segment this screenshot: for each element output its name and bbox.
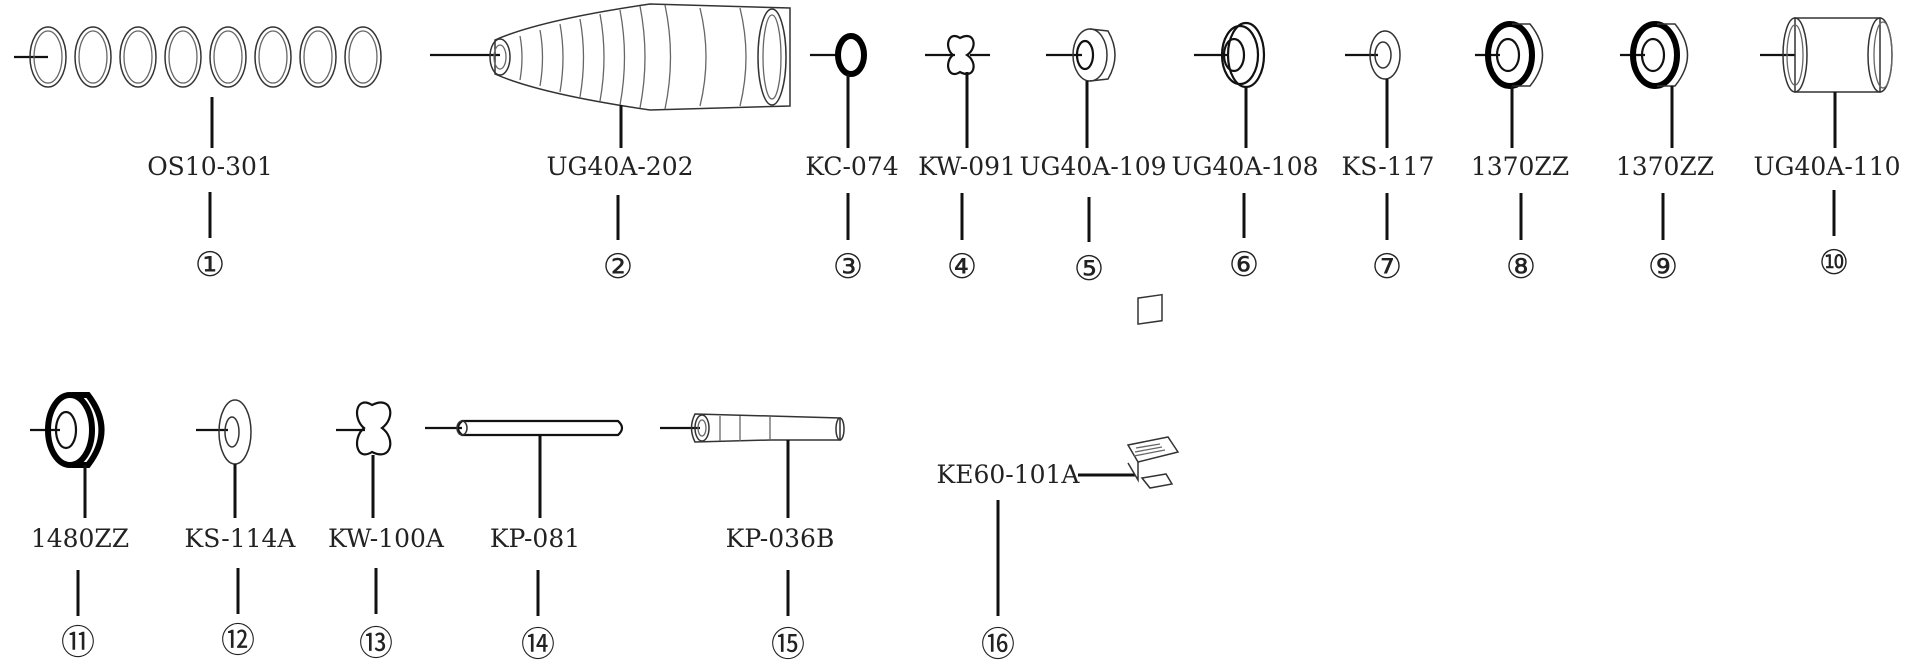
part-8-bearing-drawing (1475, 21, 1544, 89)
part-3-code: KC-074 (805, 152, 898, 181)
part-7-number: ⑦ (1372, 247, 1402, 287)
part-16-screw-drawing (1126, 293, 1180, 489)
part-1-o-rings-drawing (14, 26, 382, 88)
part-4-code: KW-091 (918, 152, 1016, 181)
part-6-number: ⑥ (1229, 245, 1259, 285)
part-9-code: 1370ZZ (1616, 152, 1714, 181)
part-6-seal-drawing (1194, 21, 1266, 89)
part-3-number: ③ (833, 247, 863, 287)
part-6-code: UG40A-108 (1171, 152, 1318, 181)
part-10-code: UG40A-110 (1753, 152, 1900, 181)
part-16-number: ⑯ (981, 625, 1015, 665)
part-13-code: KW-100A (328, 524, 445, 553)
part-8-number: ⑧ (1506, 247, 1536, 287)
part-9-bearing-drawing (1620, 21, 1689, 89)
part-5-number: ⑤ (1074, 249, 1104, 289)
part-11-number: ⑪ (61, 623, 95, 663)
part-2-code: UG40A-202 (546, 152, 693, 181)
part-16-code: KE60-101A (937, 460, 1081, 489)
part-10-number: ⑩ (1819, 243, 1849, 283)
part-14-code: KP-081 (490, 524, 580, 553)
part-15-code: KP-036B (726, 524, 835, 553)
part-7-code: KS-117 (1342, 152, 1435, 181)
part-15-shaft-drawing (660, 413, 845, 443)
part-11-bearing-drawing (30, 392, 105, 468)
part-8-code: 1370ZZ (1471, 152, 1569, 181)
part-13-number: ⑬ (359, 624, 393, 664)
part-1-code: OS10-301 (147, 152, 273, 181)
part-1-number: ① (195, 245, 225, 285)
part-13-wave-washer-drawing (336, 401, 392, 456)
part-15-number: ⑮ (771, 625, 805, 665)
part-14-pin-drawing (425, 419, 624, 437)
part-10-sleeve-drawing (1760, 17, 1893, 93)
part-7-washer-drawing (1345, 30, 1401, 80)
part-5-sleeve-ring-drawing (1046, 28, 1116, 82)
part-12-code: KS-114A (185, 524, 297, 553)
part-2-boot-drawing (430, 3, 791, 111)
part-5-code: UG40A-109 (1019, 152, 1166, 181)
part-14-number: ⑭ (521, 625, 555, 665)
part-2-number: ② (603, 247, 633, 287)
part-3-ring-drawing (810, 33, 867, 77)
part-4-wave-washer-drawing (925, 35, 990, 75)
part-4-number: ④ (947, 247, 977, 287)
part-12-number: ⑫ (221, 621, 255, 661)
part-12-washer-drawing (196, 399, 252, 465)
part-11-code: 1480ZZ (31, 524, 129, 553)
part-9-number: ⑨ (1648, 247, 1678, 287)
